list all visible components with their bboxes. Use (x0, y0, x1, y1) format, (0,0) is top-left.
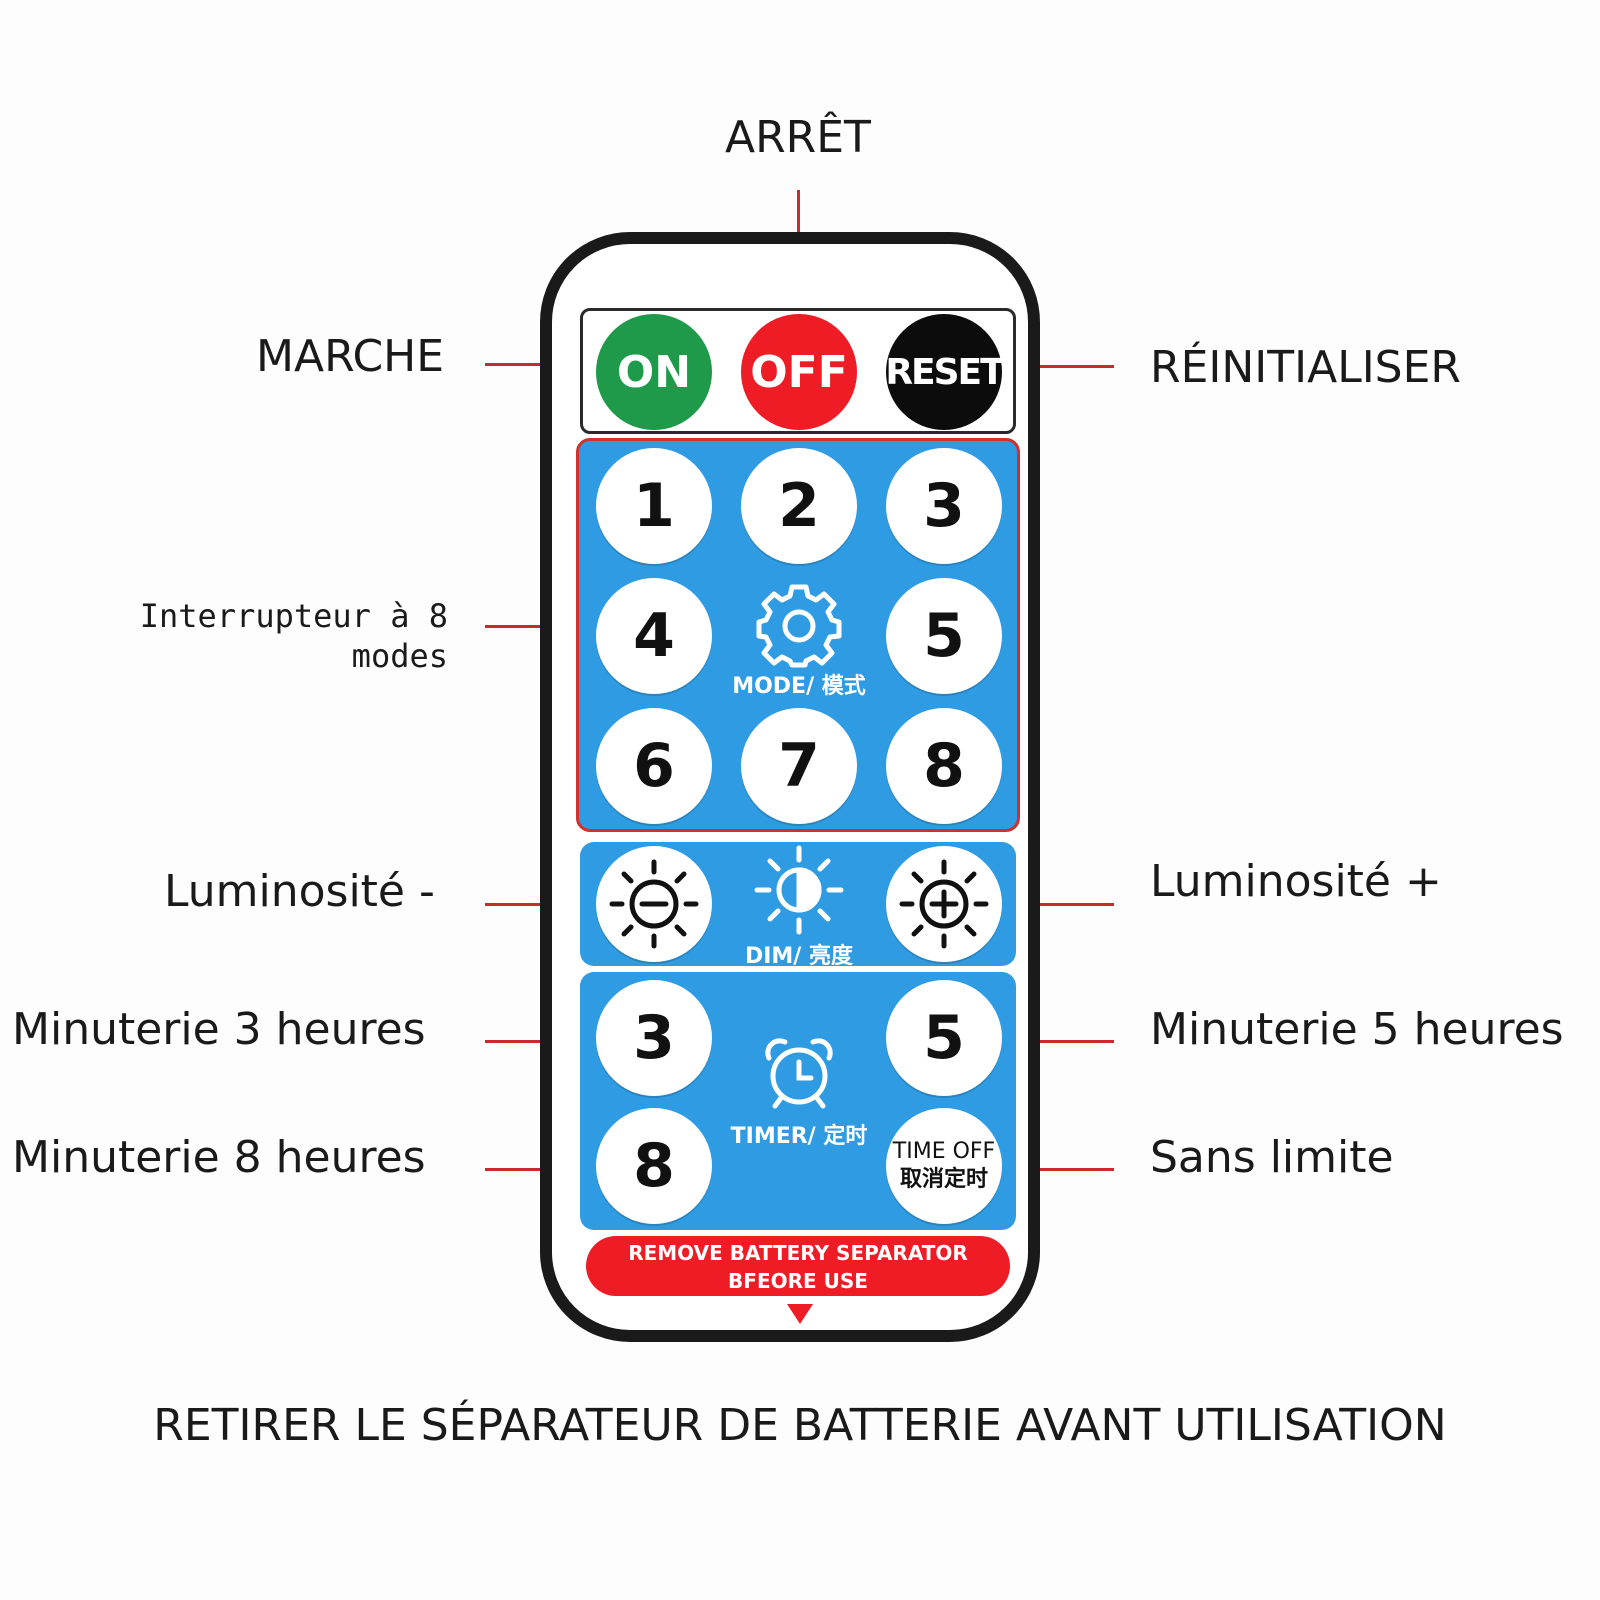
leader-brightness-up (1000, 903, 1114, 906)
mode-1-button[interactable]: 1 (596, 448, 712, 564)
timer-3h-button[interactable]: 3 (596, 980, 712, 1096)
time-off-label-cn: 取消定时 (899, 1167, 988, 1192)
callout-no-limit: Sans limite (1150, 1132, 1394, 1183)
mode-label: MODE/ 模式 (732, 674, 866, 699)
leader-reset (1000, 365, 1114, 368)
time-off-button[interactable]: TIME OFF 取消定时 (886, 1108, 1002, 1224)
callout-timer-8h: Minuterie 8 heures (12, 1132, 426, 1183)
sun-plus-icon (899, 859, 989, 949)
dim-label: DIM/ 亮度 (744, 944, 854, 969)
bottom-caption: RETIRER LE SÉPARATEUR DE BATTERIE AVANT … (153, 1400, 1447, 1451)
brightness-down-button[interactable] (596, 846, 712, 962)
mode-7-button[interactable]: 7 (741, 708, 857, 824)
timer-label: TIMER/ 定时 (730, 1124, 868, 1149)
gear-icon (756, 584, 842, 668)
callout-reset: RÉINITIALISER (1150, 342, 1461, 393)
half-sun-icon (754, 845, 844, 935)
mode-6-button[interactable]: 6 (596, 708, 712, 824)
callout-on: MARCHE (256, 331, 445, 382)
callout-timer-3h: Minuterie 3 heures (12, 1004, 426, 1055)
timer-8h-button[interactable]: 8 (596, 1108, 712, 1224)
mode-2-button[interactable]: 2 (741, 448, 857, 564)
callout-timer-5h: Minuterie 5 heures (1150, 1004, 1564, 1055)
sun-minus-icon (609, 859, 699, 949)
leader-no-limit (1000, 1168, 1114, 1171)
mode-8-button[interactable]: 8 (886, 708, 1002, 824)
alarm-clock-icon (765, 1038, 833, 1109)
reset-button[interactable]: RESET (885, 314, 1005, 430)
mode-5-button[interactable]: 5 (886, 578, 1002, 694)
callout-brightness-up: Luminosité + (1150, 856, 1442, 907)
strip-text-en: REMOVE BATTERY SEPARATOR BFEORE USE (628, 1241, 968, 1293)
leader-timer-5h (1000, 1040, 1114, 1043)
callout-modes: Interrupteur à 8 modes (139, 597, 448, 675)
brightness-up-button[interactable] (886, 846, 1002, 962)
callout-brightness-down: Luminosité - (164, 866, 435, 917)
off-button[interactable]: OFF (741, 314, 857, 430)
mode-3-button[interactable]: 3 (886, 448, 1002, 564)
on-button[interactable]: ON (596, 314, 712, 430)
mode-4-button[interactable]: 4 (596, 578, 712, 694)
arrow-down-icon (787, 1304, 813, 1324)
leader-modes (485, 625, 581, 628)
battery-separator-strip[interactable]: REMOVE BATTERY SEPARATOR BFEORE USE 使用前请… (586, 1236, 1010, 1321)
timer-5h-button[interactable]: 5 (886, 980, 1002, 1096)
callout-off: ARRÊT (725, 112, 871, 163)
time-off-label-en: TIME OFF (892, 1139, 996, 1164)
